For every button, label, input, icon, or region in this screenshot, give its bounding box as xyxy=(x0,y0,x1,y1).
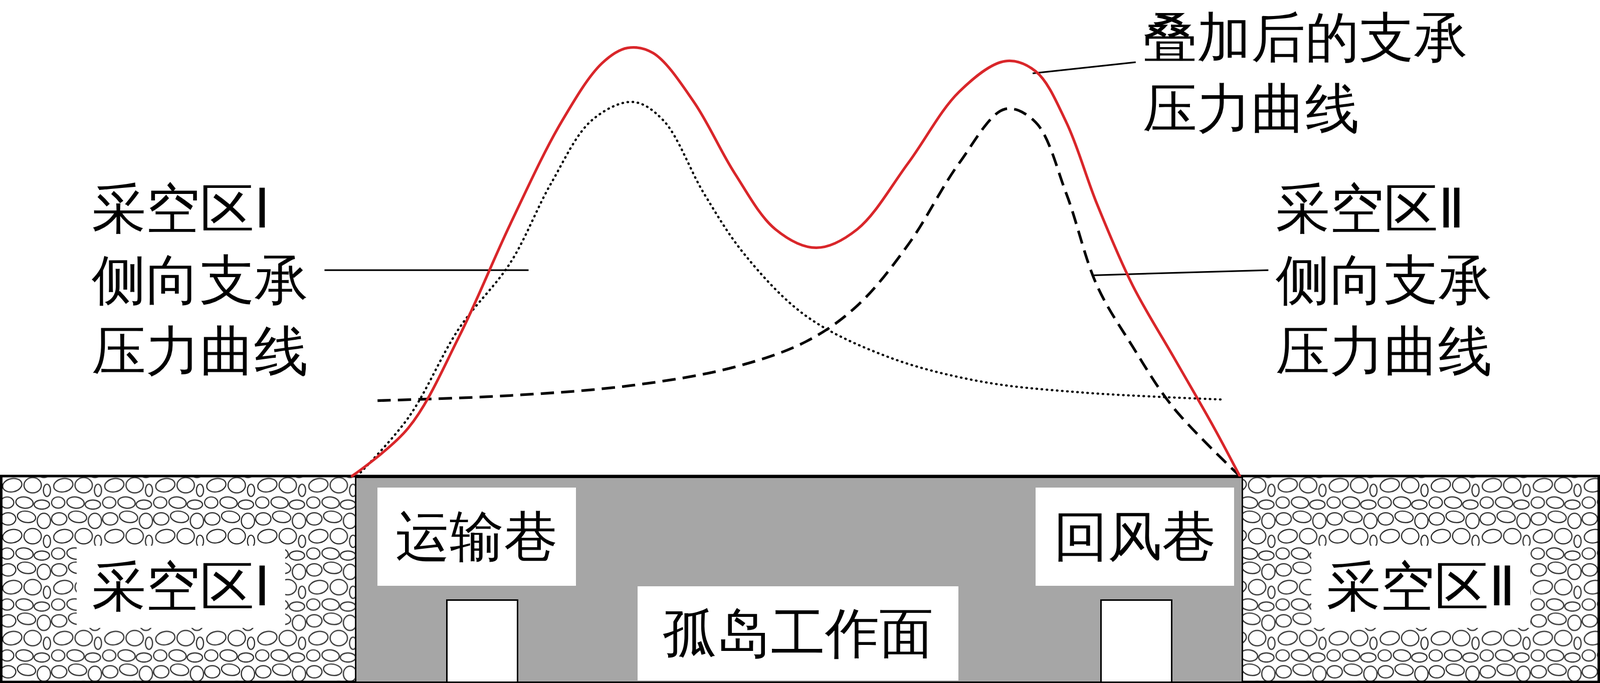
gob-texture xyxy=(0,476,358,683)
roadway-section xyxy=(446,599,519,683)
curve-group xyxy=(351,47,1240,477)
leader-line xyxy=(324,269,529,271)
superposed-pressure-curve xyxy=(351,47,1240,477)
region-label: 采空区Ⅰ xyxy=(76,545,286,629)
region-label: 采空区Ⅱ xyxy=(1311,545,1531,629)
return-roadway: 回风巷 xyxy=(1035,487,1247,683)
leader-line xyxy=(1093,270,1269,276)
region-label: 运输巷 xyxy=(377,487,576,586)
gob-one-pressure-curve xyxy=(357,101,1225,477)
haulage-roadway: 运输巷 xyxy=(377,487,588,683)
gob-texture xyxy=(1240,476,1600,683)
gob-two-pressure-curve xyxy=(377,108,1240,477)
gob-region: 采空区Ⅰ xyxy=(0,476,355,683)
curve-label: 采空区Ⅰ 侧向支承 压力曲线 xyxy=(91,173,325,387)
leader-line xyxy=(1032,62,1136,74)
working-face: 孤岛工作面运输巷 回风巷 xyxy=(354,476,1244,683)
roadway-section xyxy=(1100,599,1173,683)
curve-label: 叠加后的支承 压力曲线 xyxy=(1142,2,1484,145)
gob-region: 采空区Ⅱ xyxy=(1243,476,1600,683)
region-label: 孤岛工作面 xyxy=(637,586,959,681)
curve-label: 采空区Ⅱ 侧向支承 压力曲线 xyxy=(1275,173,1509,387)
region-label: 回风巷 xyxy=(1035,487,1235,586)
